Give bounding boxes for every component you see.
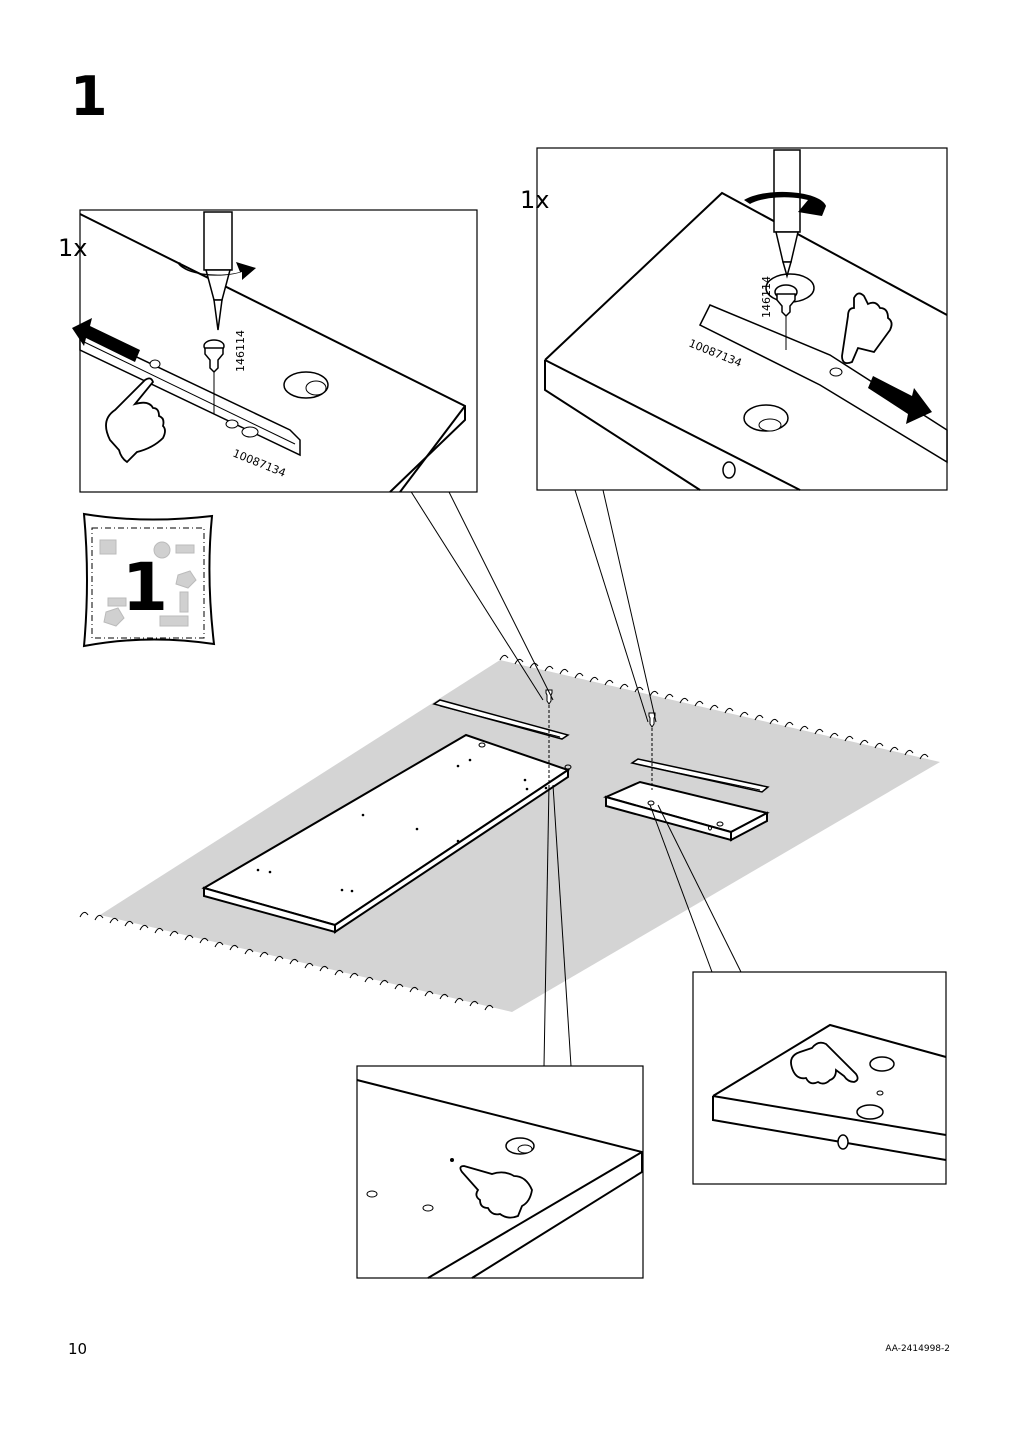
page-number: 10	[68, 1340, 88, 1358]
small-panel	[603, 780, 770, 842]
bottom-right-detail	[692, 971, 947, 1185]
slide-arrow-icon	[72, 318, 140, 362]
rug	[79, 654, 940, 1012]
pointing-hand-icon	[841, 292, 893, 365]
callout-leaders	[409, 489, 742, 1067]
right-quantity-label: 1x	[520, 186, 549, 214]
slide-arrow-icon	[868, 376, 932, 424]
short-drawer-rail	[630, 758, 770, 793]
rotation-arrow-icon	[178, 262, 256, 280]
screw-icon	[545, 689, 656, 790]
long-drawer-rail	[432, 699, 570, 740]
document-code: AA-2414998-2	[885, 1344, 950, 1354]
left-callout	[72, 209, 478, 493]
large-panel	[201, 733, 572, 934]
screw-icon	[774, 284, 798, 350]
left-screw-part-number: 146114	[234, 330, 247, 372]
screw-icon	[203, 339, 225, 414]
rotation-arrow-icon	[744, 191, 826, 216]
pointing-hand-icon	[790, 1041, 859, 1085]
right-callout	[536, 147, 948, 491]
screwdriver-icon	[773, 149, 801, 279]
pointing-hand-icon	[105, 377, 166, 464]
hardware-bag-number: 1	[122, 549, 168, 626]
step-number: 1	[70, 65, 108, 128]
right-screw-part-number: 146114	[760, 276, 773, 318]
hardware-bag-icon	[82, 512, 216, 648]
bottom-left-detail	[356, 1065, 644, 1279]
left-quantity-label: 1x	[58, 234, 87, 262]
pointing-hand-icon	[459, 1165, 533, 1219]
screwdriver-icon	[203, 211, 233, 331]
